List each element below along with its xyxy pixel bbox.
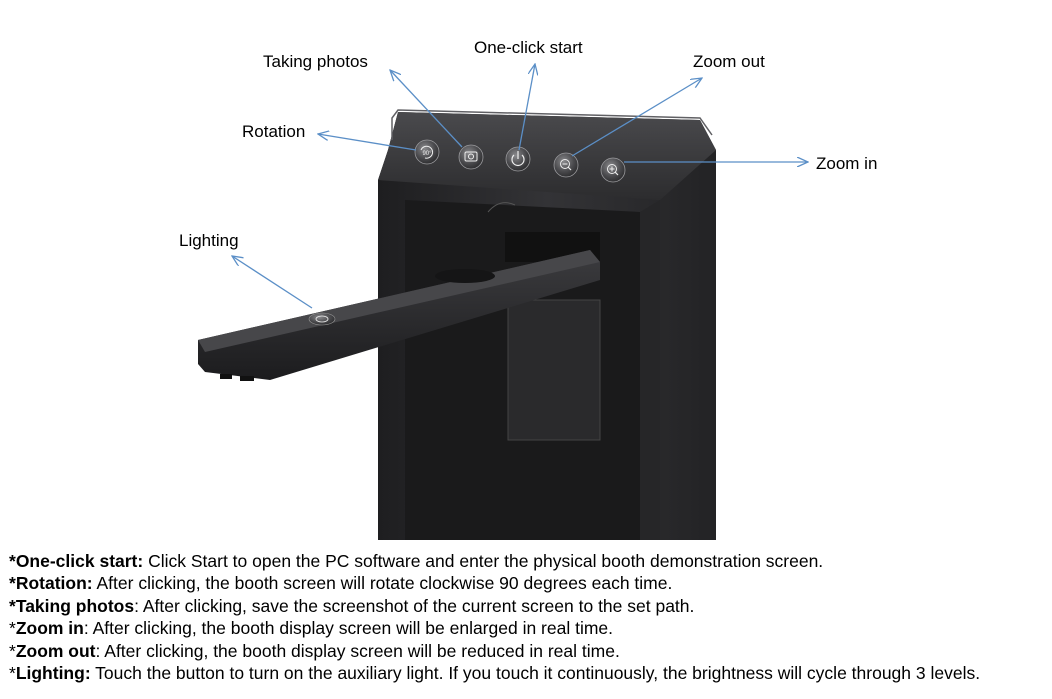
note-taking-photos: *Taking photos: After clicking, save the… bbox=[9, 595, 1049, 617]
callout-rotation: Rotation bbox=[242, 122, 306, 141]
callout-one-click-start: One-click start bbox=[474, 38, 583, 57]
note-prefix: * bbox=[9, 618, 16, 639]
note-term: Rotation: bbox=[15, 573, 93, 594]
note-term: Zoom in bbox=[15, 618, 84, 639]
device-figure: 90° bbox=[179, 0, 1052, 540]
light-icon bbox=[315, 315, 329, 323]
note-rotation: *Rotation: After clicking, the booth scr… bbox=[9, 572, 1049, 594]
one-click-start-button[interactable] bbox=[505, 146, 531, 172]
arrow-taking-photos bbox=[390, 70, 463, 148]
rotate-90-icon: 90° bbox=[420, 145, 434, 159]
note-one-click-start: *One-click start: Click Start to open th… bbox=[9, 550, 1049, 572]
note-text: : After clicking, the booth display scre… bbox=[83, 618, 614, 639]
feature-notes: *One-click start: Click Start to open th… bbox=[9, 550, 1049, 684]
note-prefix: * bbox=[9, 551, 16, 571]
note-term: Zoom out bbox=[15, 640, 96, 661]
note-prefix: * bbox=[9, 663, 16, 684]
note-text: Touch the button to turn on the auxiliar… bbox=[90, 663, 981, 684]
note-zoom-out: *Zoom out: After clicking, the booth dis… bbox=[9, 640, 1049, 662]
note-term: Lighting: bbox=[15, 663, 91, 684]
camera-arm bbox=[198, 250, 600, 381]
note-text: : After clicking, save the screenshot of… bbox=[134, 595, 695, 616]
zoom-out-icon bbox=[560, 159, 572, 171]
rotation-button[interactable]: 90° bbox=[414, 139, 440, 165]
note-prefix: * bbox=[9, 573, 16, 594]
device-illustration: 90° bbox=[198, 0, 1052, 540]
callout-zoom-out: Zoom out bbox=[693, 52, 765, 71]
callout-taking-photos: Taking photos bbox=[263, 52, 368, 71]
svg-text:90°: 90° bbox=[422, 151, 432, 157]
note-term: One-click start: bbox=[15, 551, 144, 571]
light-button[interactable] bbox=[308, 312, 336, 326]
note-lighting: *Lighting: Touch the button to turn on t… bbox=[9, 662, 1049, 684]
arrow-one-click-start bbox=[518, 64, 535, 151]
arrow-rotation bbox=[318, 134, 417, 151]
zoom-in-button[interactable] bbox=[600, 157, 626, 183]
note-prefix: * bbox=[9, 640, 16, 661]
callout-arrows bbox=[232, 64, 808, 309]
taking-photos-button[interactable] bbox=[458, 144, 484, 170]
note-term: Taking photos bbox=[15, 595, 135, 616]
arrow-lighting bbox=[232, 256, 313, 309]
zoom-out-button[interactable] bbox=[553, 152, 579, 178]
note-prefix: * bbox=[9, 595, 16, 616]
arrow-zoom-out bbox=[571, 78, 702, 157]
note-text: After clicking, the booth screen will ro… bbox=[92, 573, 673, 594]
callout-zoom-in: Zoom in bbox=[816, 154, 878, 173]
zoom-in-icon bbox=[607, 164, 619, 176]
note-text: : After clicking, the booth display scre… bbox=[95, 640, 620, 661]
callout-lighting: Lighting bbox=[179, 231, 239, 250]
camera-icon bbox=[464, 151, 478, 162]
note-text: Click Start to open the PC software and … bbox=[143, 551, 824, 571]
note-zoom-in: *Zoom in: After clicking, the booth disp… bbox=[9, 617, 1049, 639]
power-icon bbox=[511, 151, 525, 166]
